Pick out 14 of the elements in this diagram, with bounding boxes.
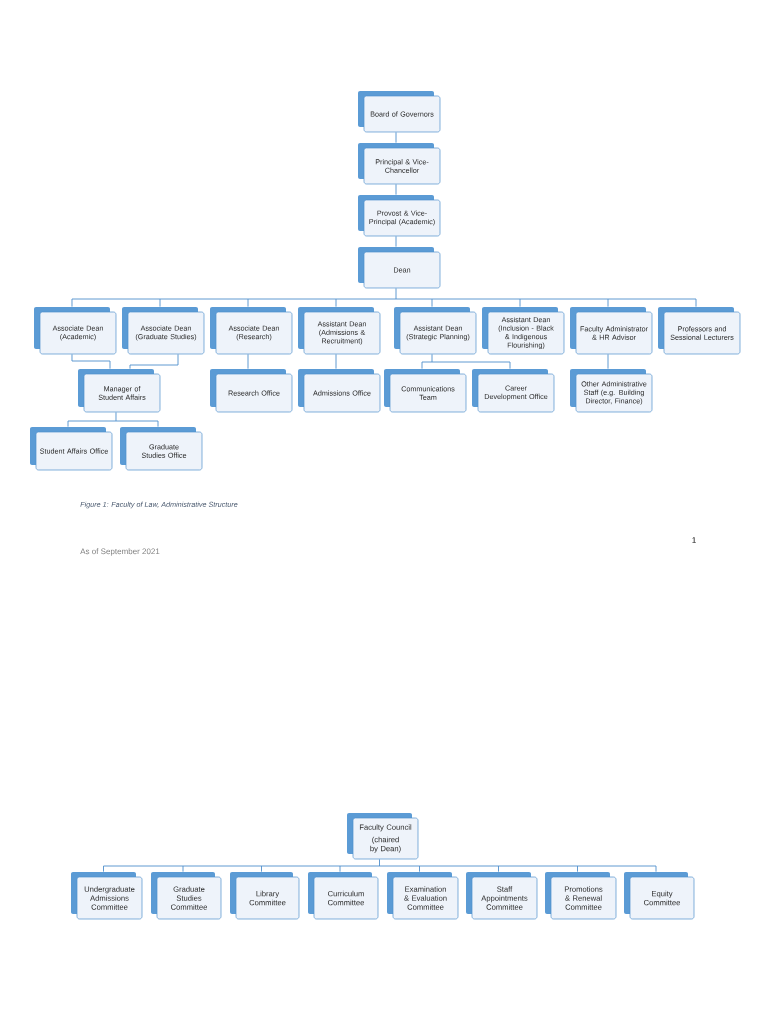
connector-line (71, 353, 111, 370)
connector-line (67, 411, 159, 428)
connector-line (395, 183, 397, 196)
connector-line (71, 287, 697, 308)
connector-line (103, 858, 657, 873)
page-number: 1 (692, 537, 696, 543)
connector-line (129, 353, 179, 370)
connector-line (395, 131, 397, 144)
connector-line (421, 353, 511, 370)
connector-line (335, 353, 337, 370)
connector-line (607, 353, 609, 370)
connector-line (395, 235, 397, 248)
date-note: As of September 2021 (80, 548, 160, 556)
connector-line (247, 353, 249, 370)
